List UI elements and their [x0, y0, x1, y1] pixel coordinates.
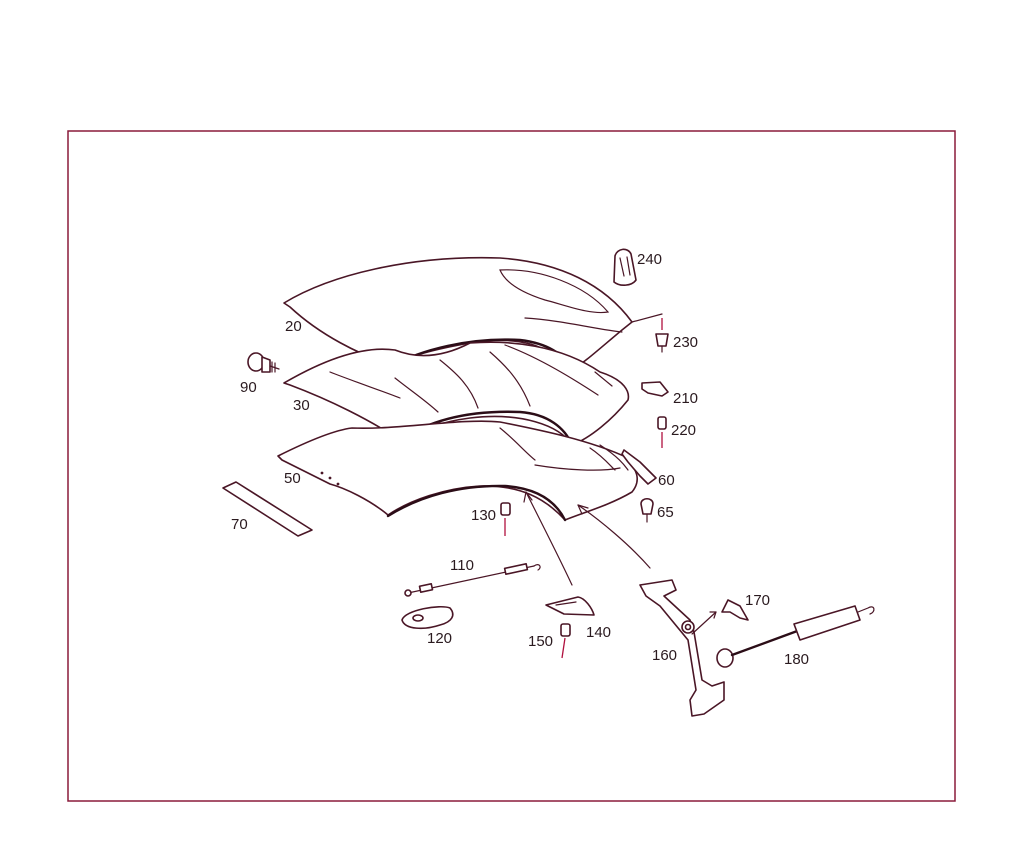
part-130-bolt[interactable] [500, 502, 511, 536]
part-20-roof-outer-shell[interactable] [283, 256, 663, 372]
callout-20: 20 [285, 318, 302, 335]
arrow-head-140 [523, 491, 533, 503]
diagram-frame [67, 130, 956, 802]
part-90-screw[interactable] [247, 352, 280, 373]
callout-110: 110 [450, 557, 474, 574]
part-230-screw[interactable] [655, 318, 669, 353]
part-160-hinge-arm[interactable] [639, 579, 725, 717]
callout-210: 210 [673, 390, 698, 407]
callout-230: 230 [673, 334, 698, 351]
part-220-bolt[interactable] [657, 416, 667, 448]
callout-130: 130 [471, 507, 496, 524]
part-110-cable[interactable] [404, 562, 541, 597]
part-180-gas-strut[interactable] [716, 605, 875, 668]
callout-240: 240 [637, 251, 662, 268]
part-170-clip[interactable] [721, 599, 749, 621]
reference-line-160 [577, 504, 651, 569]
callout-150: 150 [528, 633, 553, 650]
part-150-pin[interactable] [560, 623, 571, 659]
part-120-plate[interactable] [401, 605, 454, 630]
reference-line-140 [525, 491, 573, 586]
part-50-roof-liner[interactable] [277, 420, 639, 522]
part-70-seal-strip[interactable] [222, 481, 313, 537]
callout-50: 50 [284, 470, 301, 487]
part-240-clip[interactable] [613, 248, 637, 286]
callout-60: 60 [658, 472, 675, 489]
part-60-latch-bracket[interactable] [621, 449, 657, 485]
part-65-screw[interactable] [640, 497, 654, 523]
callout-160: 160 [652, 647, 677, 664]
callout-30: 30 [293, 397, 310, 414]
callout-70: 70 [231, 516, 248, 533]
callout-140: 140 [586, 624, 611, 641]
part-140-guide[interactable] [545, 596, 595, 616]
callout-220: 220 [671, 422, 696, 439]
arrow-head-160 [577, 504, 589, 515]
callout-170: 170 [745, 592, 770, 609]
callout-90: 90 [240, 379, 257, 396]
part-30-roof-inner-panel[interactable] [283, 341, 630, 447]
callout-180: 180 [784, 651, 809, 668]
part-210-bracket[interactable] [641, 381, 669, 397]
callout-65: 65 [657, 504, 674, 521]
callout-120: 120 [427, 630, 452, 647]
